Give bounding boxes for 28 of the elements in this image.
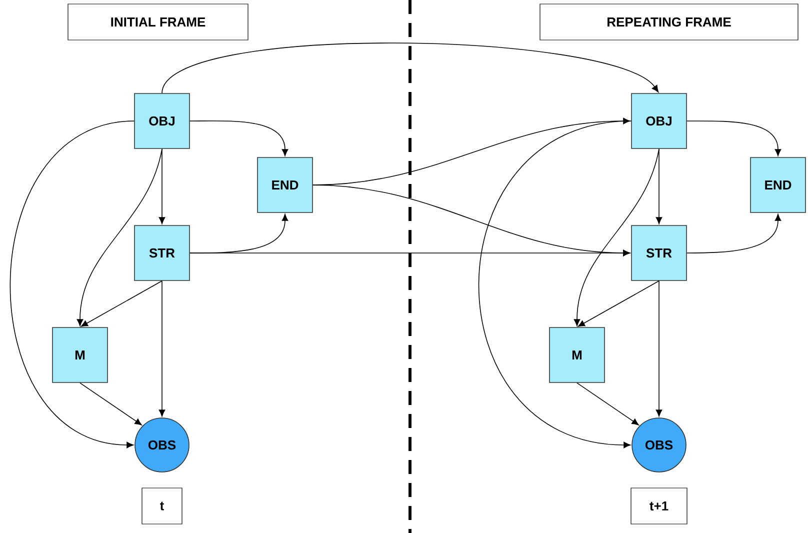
arrow: [10, 120, 134, 448]
variable-box: M: [52, 327, 108, 383]
time-label: t: [142, 488, 182, 524]
arrow: [76, 148, 162, 326]
variable-box: STR: [631, 225, 687, 281]
time-label: t+1: [630, 488, 688, 524]
arrow: [158, 280, 166, 417]
arrow: [478, 120, 632, 448]
variable-box: M: [549, 327, 605, 383]
arrow: [578, 280, 660, 327]
arrow: [576, 382, 639, 426]
variable-box: OBJ: [134, 93, 190, 149]
variable-box: END: [257, 157, 313, 213]
variable-box: OBJ: [631, 93, 687, 149]
arrow: [656, 148, 662, 224]
arrow: [80, 382, 142, 426]
frame-label: REPEATING FRAME: [540, 4, 798, 40]
variable-box: END: [750, 157, 806, 213]
arrow: [574, 148, 660, 326]
arrow: [686, 214, 782, 254]
arrow: [686, 120, 782, 156]
arrow: [158, 148, 166, 224]
arrow: [656, 280, 662, 417]
arrow: [190, 120, 288, 156]
variable-box: STR: [134, 225, 190, 281]
arrow: [80, 280, 162, 327]
frame-label: INITIAL FRAME: [68, 4, 248, 40]
arrow: [190, 250, 630, 256]
